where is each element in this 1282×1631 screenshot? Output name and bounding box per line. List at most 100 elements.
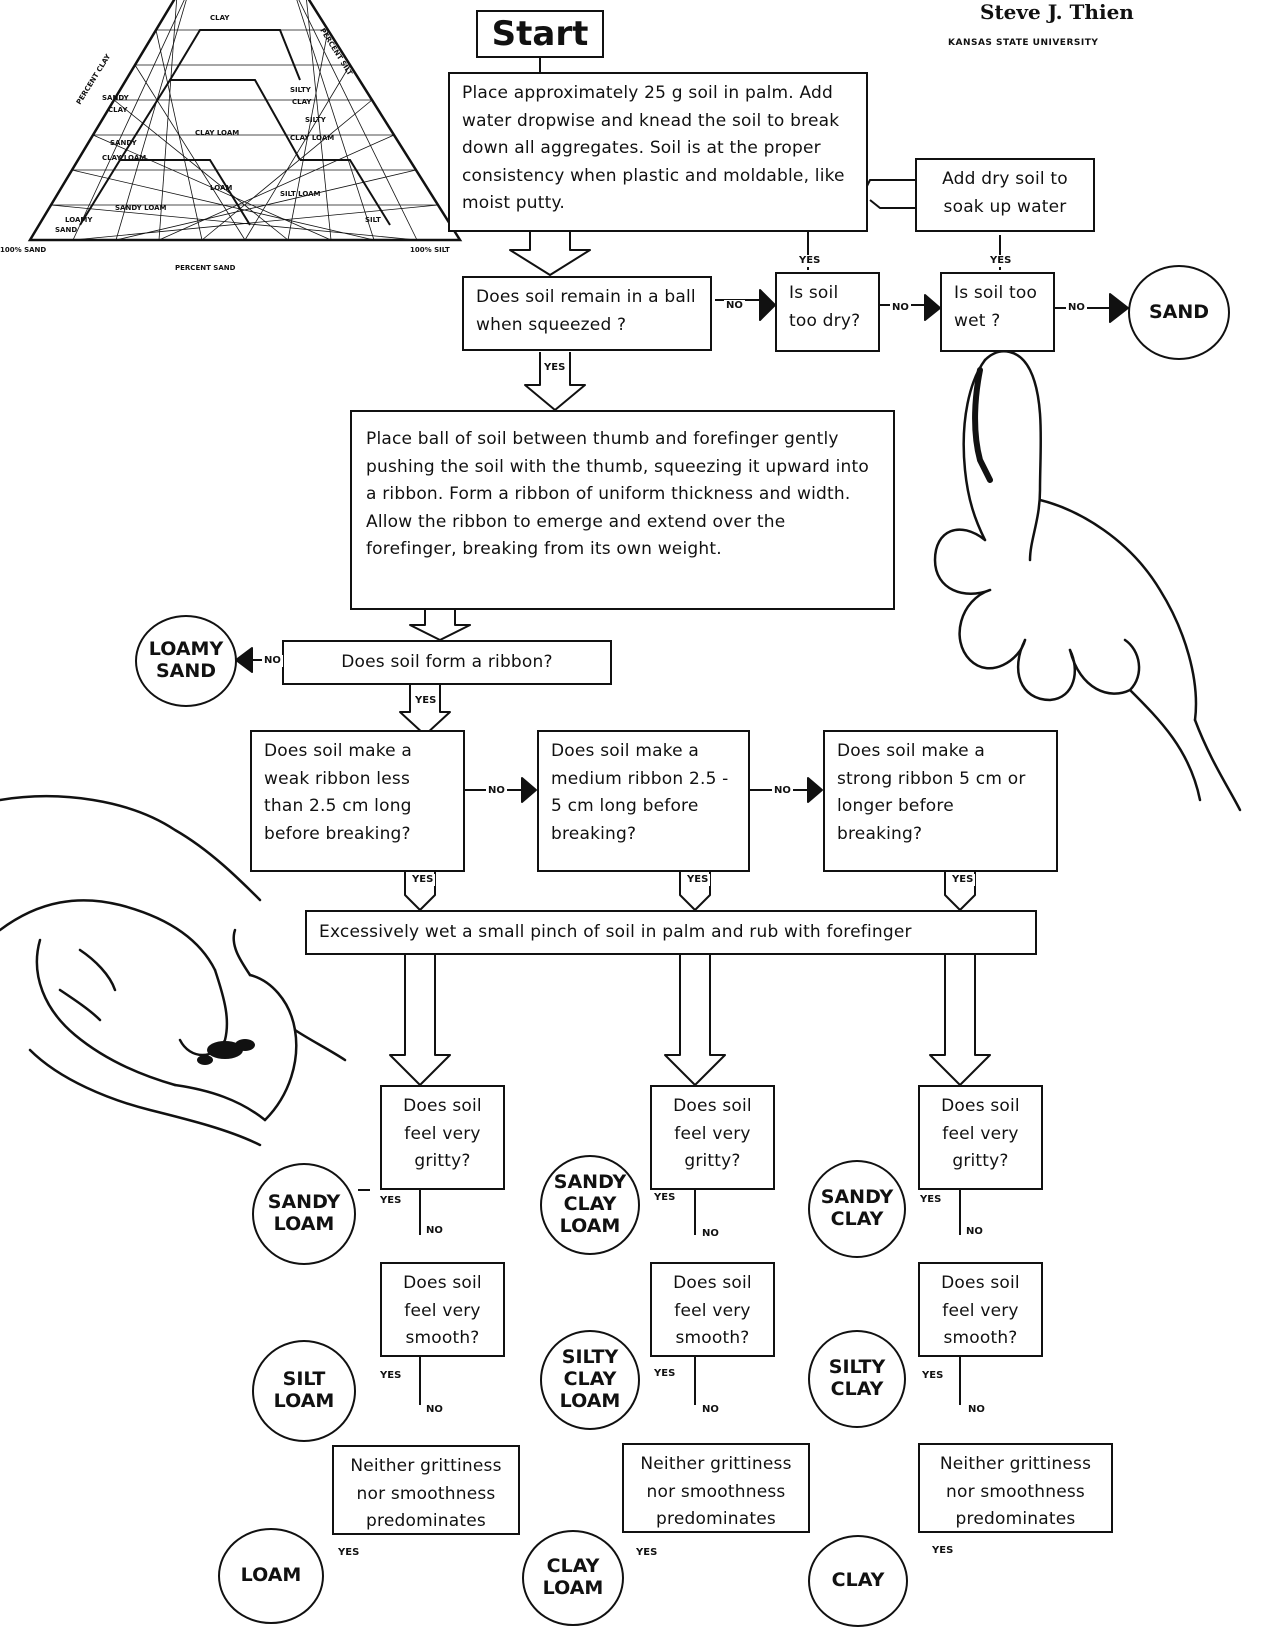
gritty-question-3: Does soil feel very gritty?: [918, 1085, 1043, 1190]
tri-region-clay: CLAY: [210, 14, 230, 22]
result-silty-clay-loam: SILTY CLAY LOAM: [540, 1330, 640, 1430]
tag-yes-neither-1: YES: [336, 1547, 362, 1559]
result-silty-clay: SILTY CLAY: [808, 1330, 906, 1428]
arrow-add-dry-to-start: [864, 179, 915, 191]
triangle-grid-line: [50, 204, 418, 241]
author-name: Steve J. Thien: [980, 0, 1134, 24]
hand-ribbon-illustration: [933, 350, 1242, 812]
smooth-question-2: Does soil feel very smooth?: [650, 1262, 775, 1357]
result-sand: SAND: [1128, 265, 1230, 360]
arrowhead-no-dry: [924, 294, 941, 321]
tag-yes-smooth-3: YES: [920, 1370, 946, 1382]
add-dry-soil-step: Add dry soil to soak up water: [915, 158, 1095, 232]
tag-yes-wet: YES: [988, 255, 1014, 267]
result-sandy-clay: SANDY CLAY: [808, 1160, 906, 1258]
triangle-grid-line: [287, 29, 329, 241]
neither-question-1: Neither grittiness nor smoothness predom…: [332, 1445, 520, 1535]
tag-no-gritty-2: NO: [700, 1228, 721, 1240]
tri-region-sandy-clay: SANDY: [102, 94, 130, 102]
start-label: Start: [476, 10, 604, 58]
arrow-yes-ribbon: [399, 685, 451, 736]
arrow-yes-ball: [524, 352, 586, 411]
triangle-grid-line: [134, 64, 246, 241]
tag-yes-ribbon: YES: [413, 695, 439, 707]
triangle-grid-line: [298, 0, 418, 241]
tag-yes-neither-2: YES: [634, 1547, 660, 1559]
tag-no-medium: NO: [772, 785, 793, 797]
tag-no-ball: NO: [724, 300, 745, 312]
tag-no-smooth-3: NO: [966, 1404, 987, 1416]
tri-region-silty-clay: SILTY: [290, 86, 312, 94]
weak-ribbon-question: Does soil make a weak ribbon less than 2…: [250, 730, 465, 872]
neither-question-3: Neither grittiness nor smoothness predom…: [918, 1443, 1113, 1533]
result-loam: LOAM: [218, 1528, 324, 1624]
tag-no-ribbon: NO: [262, 655, 283, 667]
result-clay: CLAY: [808, 1535, 908, 1627]
triangle-grid-line: [296, 0, 375, 241]
result-sandy-clay-loam: SANDY CLAY LOAM: [540, 1155, 640, 1255]
ball-question: Does soil remain in a ball when squeezed…: [462, 276, 712, 351]
tag-yes-ball: YES: [542, 362, 568, 374]
tri-axis-sand: PERCENT SAND: [175, 264, 236, 272]
tri-region-silt: SILT: [365, 216, 381, 224]
too-wet-question: Is soil too wet ?: [940, 272, 1055, 352]
soil-texture-triangle: [27, 0, 463, 242]
tri-region-silty-clay-loam: SILTY: [305, 116, 327, 124]
tag-no-smooth-1: NO: [424, 1404, 445, 1416]
triangle-grid-line: [71, 169, 375, 241]
tag-yes-weak: YES: [410, 874, 436, 886]
smooth-question-1: Does soil feel very smooth?: [380, 1262, 505, 1357]
tri-region-sandy-loam: SANDY LOAM: [115, 204, 167, 212]
tri-left-end: 100% SAND: [0, 246, 46, 254]
triangle-grid-line: [244, 64, 351, 241]
tri-right-end: 100% SILT: [410, 246, 450, 254]
arrowhead-no-ball: [759, 289, 776, 321]
arrow-to-gritty-2: [664, 955, 726, 1086]
tri-region-clay-loam: CLAY LOAM: [195, 129, 239, 137]
tag-no-weak: NO: [486, 785, 507, 797]
svg-text:CLAY: CLAY: [108, 106, 128, 114]
tag-yes-gritty-1: YES: [378, 1195, 404, 1207]
soil-smear: [197, 1039, 255, 1065]
author-affiliation: KANSAS STATE UNIVERSITY: [948, 38, 1099, 48]
place-soil-step: Place approximately 25 g soil in palm. A…: [448, 72, 868, 232]
tag-no-smooth-2: NO: [700, 1404, 721, 1416]
arrow-to-gritty-1: [389, 955, 451, 1086]
wet-pinch-step: Excessively wet a small pinch of soil in…: [305, 910, 1037, 955]
arrow-to-ribbon-question: [409, 610, 471, 641]
result-loamy-sand: LOAMY SAND: [135, 615, 237, 707]
result-sandy-loam: SANDY LOAM: [252, 1163, 356, 1265]
tag-no-dry: NO: [890, 302, 911, 314]
arrowhead-no-wet: [1109, 293, 1129, 323]
medium-ribbon-question: Does soil make a medium ribbon 2.5 - 5 c…: [537, 730, 750, 872]
tri-region-sand: SAND: [55, 226, 77, 234]
triangle-grid-line: [92, 134, 332, 241]
tag-no-wet: NO: [1066, 302, 1087, 314]
ribbon-instructions: Place ball of soil between thumb and for…: [350, 410, 895, 610]
tri-region-loamy-sand: LOAMY: [65, 216, 93, 224]
ribbon-question: Does soil form a ribbon?: [282, 640, 612, 685]
tag-yes-gritty-3: YES: [918, 1194, 944, 1206]
tag-yes-medium: YES: [685, 874, 711, 886]
tag-yes-neither-3: YES: [930, 1545, 956, 1557]
arrow-to-gritty-3: [929, 955, 991, 1086]
column-1-connectors: [358, 1189, 421, 1405]
tag-yes-strong: YES: [950, 874, 976, 886]
tri-region-silt-loam: SILT LOAM: [280, 190, 321, 198]
tag-yes-smooth-2: YES: [652, 1368, 678, 1380]
arrow-to-ball-question: [509, 230, 591, 276]
tri-region-sandy-clay-loam: SANDY: [110, 139, 138, 147]
smooth-question-3: Does soil feel very smooth?: [918, 1262, 1043, 1357]
neither-question-2: Neither grittiness nor smoothness predom…: [622, 1443, 810, 1533]
tag-yes-gritty-2: YES: [652, 1192, 678, 1204]
svg-text:CLAY LOAM: CLAY LOAM: [102, 154, 146, 162]
tag-yes-dry: YES: [797, 255, 823, 267]
gritty-question-2: Does soil feel very gritty?: [650, 1085, 775, 1190]
triangle-grid-line: [306, 0, 332, 241]
svg-text:CLAY: CLAY: [292, 98, 312, 106]
tag-no-gritty-3: NO: [964, 1226, 985, 1238]
svg-text:CLAY LOAM: CLAY LOAM: [290, 134, 334, 142]
too-dry-question: Is soil too dry?: [775, 272, 880, 352]
strong-ribbon-question: Does soil make a strong ribbon 5 cm or l…: [823, 730, 1058, 872]
hand-rubbing-illustration: [0, 795, 347, 1147]
